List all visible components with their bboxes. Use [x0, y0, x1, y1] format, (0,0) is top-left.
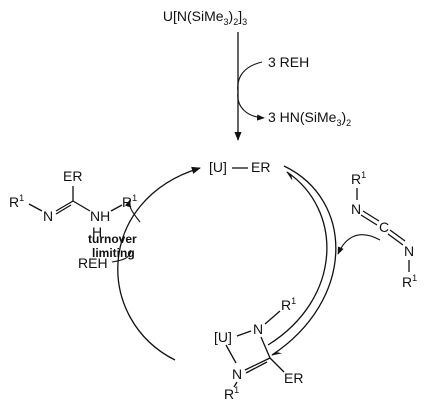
intermediate-n-top: N: [253, 321, 263, 337]
reagent-in-curve: [237, 61, 263, 93]
byproduct-out-label: 3 HN(SiMe3)2: [268, 109, 351, 128]
intermediate-metal: [U]: [214, 329, 232, 345]
intermediate-bond-u-ntop: [236, 330, 252, 337]
product-double-cn-b: [55, 204, 72, 215]
catalyst-group: ER: [251, 159, 270, 175]
intermediate-bond-nbottom-r: [233, 381, 238, 388]
product-n-left: N: [43, 208, 53, 224]
carbodiimide-double-1a: [362, 210, 380, 222]
equilibrium-arc-reverse: [267, 171, 328, 346]
intermediate-bond-c-nbottom-b: [245, 361, 268, 374]
equilibrium-arc-forward: [271, 165, 337, 356]
reagent-in-label: 3 REH: [268, 54, 309, 70]
catalyst-metal: [U]: [209, 159, 227, 175]
product-r-left: R1: [9, 193, 24, 210]
carbodiimide-double-2b: [387, 233, 404, 246]
uranium-precursor: U[N(SiMe3)2]3: [163, 8, 247, 27]
carbodiimide-r-bottom: R1: [402, 273, 417, 290]
intermediate-n-bottom: N: [232, 366, 242, 382]
product-nh: NH: [90, 208, 110, 224]
product-bond-c-nh: [72, 200, 91, 212]
carbodiimide-feed-arrow: [337, 234, 381, 255]
carbodiimide-n1: N: [351, 201, 361, 217]
product-h: H: [92, 224, 102, 240]
carbodiimide-r-top: R1: [351, 170, 366, 187]
carbodiimide-n2: N: [404, 243, 414, 259]
intermediate-bond-ntop-r: [264, 310, 281, 325]
reh-cycle-label: REH: [78, 255, 108, 271]
turnover-label: turnover: [88, 232, 137, 246]
intermediate-bond-c-er: [269, 357, 285, 373]
product-double-cn-a: [55, 200, 74, 212]
intermediate-bond-ntop-c: [260, 336, 271, 359]
carbodiimide-double-2a: [389, 229, 406, 242]
intermediate-bond-u-nbottom: [225, 344, 237, 364]
intermediate-r-top: R1: [281, 296, 296, 313]
reh-feed-curve: [111, 249, 132, 263]
product-release-arrow: [124, 199, 141, 223]
carbodiimide-double-1b: [360, 214, 378, 226]
intermediate-er: ER: [284, 370, 303, 386]
product-er: ER: [63, 168, 82, 184]
product-bond-n-r: [110, 204, 123, 212]
product-r-right: R1: [122, 193, 137, 210]
carbodiimide-c: C: [379, 219, 389, 235]
intermediate-r-bottom: R1: [224, 385, 239, 400]
limiting-label: limiting: [92, 246, 135, 260]
byproduct-out-curve: [237, 91, 265, 121]
intermediate-bond-c-nbottom-a: [244, 357, 271, 371]
product-bond-r-n: [28, 203, 43, 212]
